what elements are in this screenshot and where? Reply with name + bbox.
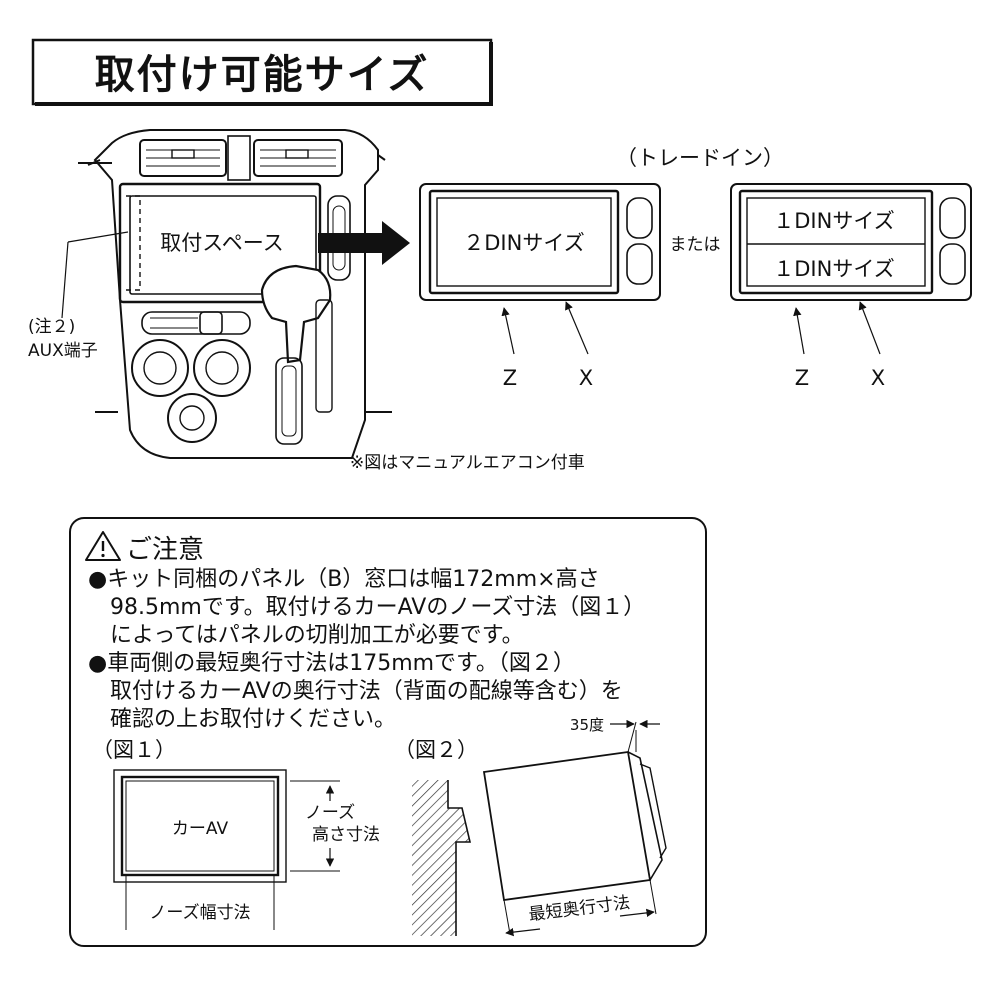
dim-x-1din: X <box>871 366 885 390</box>
size-1din-top-label: １DINサイズ <box>773 209 894 233</box>
warning-icon <box>85 531 121 561</box>
dim-x-2din: X <box>579 366 593 390</box>
caution-line-5: 取付けるカーAVの奥行寸法（背面の配線等含む）を <box>88 679 623 704</box>
page-title: 取付け可能サイズ <box>95 52 430 98</box>
caution-line-2: 98.5mmです。取付けるカーAVのノーズ寸法（図１） <box>88 595 645 620</box>
option-2din-unit <box>419 183 661 301</box>
caution-line-6: 確認の上お取付けください。 <box>88 707 396 732</box>
trade-in-label: （トレードイン） <box>616 146 784 170</box>
size-1din-bottom-label: １DINサイズ <box>773 257 894 281</box>
caution-line-3: によってはパネルの切削加工が必要です。 <box>88 623 524 648</box>
fig1-car-av-label: カーAV <box>172 819 229 839</box>
aux-terminal-label: AUX端子 <box>28 341 98 361</box>
dashboard-illustration <box>78 129 392 459</box>
option-1din-unit <box>730 183 972 301</box>
fig1-car-av <box>113 769 340 930</box>
fig1-label: （図１） <box>92 738 176 762</box>
fig2-label: （図２） <box>394 738 478 762</box>
direction-arrow <box>318 221 410 265</box>
fig2-vehicle-wall <box>412 780 472 936</box>
caution-heading: ご注意 <box>126 535 204 565</box>
manual-ac-note: ※図はマニュアルエアコン付車 <box>350 453 585 473</box>
fig2-car-av-side <box>482 719 667 937</box>
caution-line-4: ●車両側の最短奥行寸法は175mmです。（図２） <box>88 651 575 676</box>
caution-line-1: ●キット同梱のパネル（B）窓口は幅172mm×高さ <box>88 567 600 592</box>
note-2-label: (注２) <box>28 317 75 337</box>
dim-z-1din: Z <box>795 366 809 390</box>
fig1-nose-height-label-2: 高さ寸法 <box>312 825 380 845</box>
or-label: または <box>670 235 721 255</box>
fig1-nose-width-label: ノーズ幅寸法 <box>149 903 250 923</box>
aux-callout <box>61 231 129 319</box>
size-2din-label: ２DINサイズ <box>463 231 584 255</box>
title-box: 取付け可能サイズ <box>31 38 493 106</box>
fig2-angle-label: 35度 <box>570 716 604 734</box>
dim-z-2din: Z <box>503 366 517 390</box>
fig1-nose-height-label-1: ノーズ <box>305 803 355 823</box>
install-space-label: 取付スペース <box>160 231 283 255</box>
option-1din-leaders <box>793 301 881 355</box>
option-2din-leaders <box>501 301 589 355</box>
